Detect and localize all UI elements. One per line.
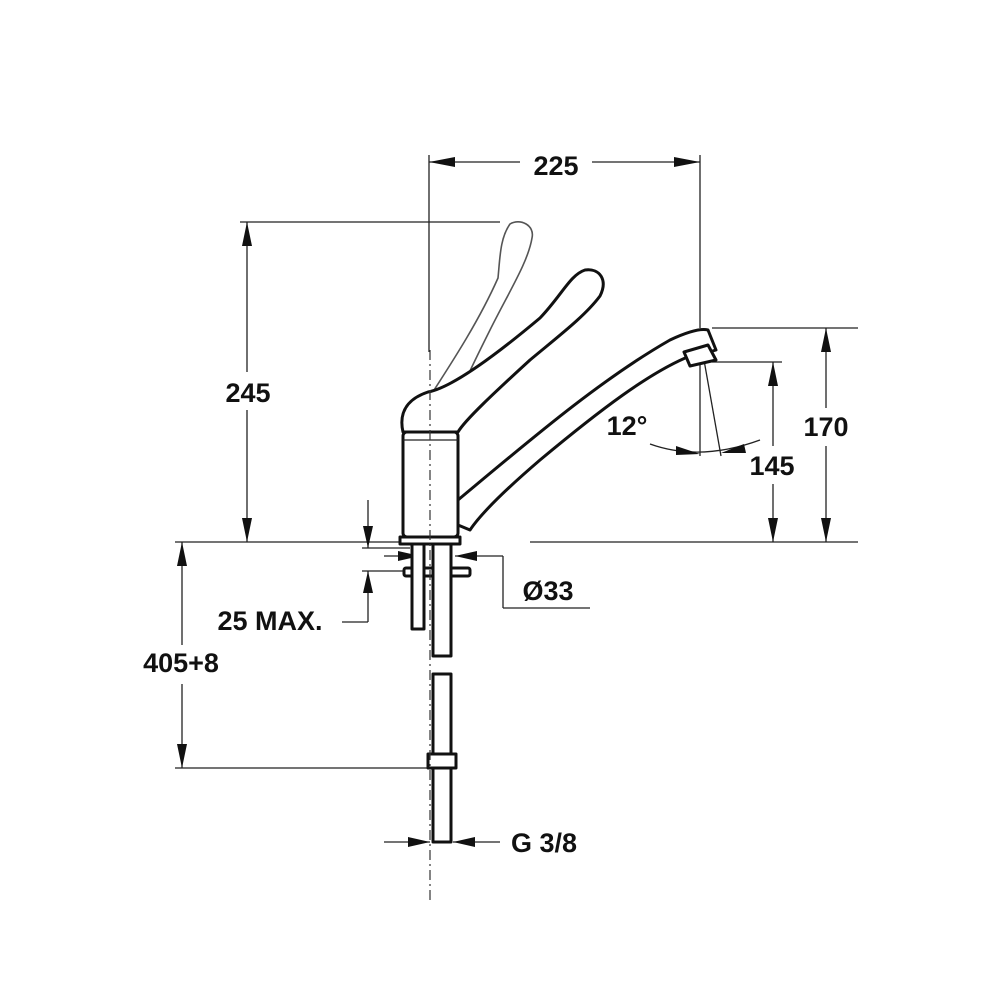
dimension-thread-g38 — [384, 837, 500, 847]
dim-label-deck-thickness: 25 MAX. — [217, 606, 322, 636]
hose-tail — [431, 766, 453, 844]
dimension-diameter-33 — [384, 551, 590, 609]
dimension-145 — [712, 361, 782, 542]
lever-raised-ghost — [419, 221, 534, 431]
dim-label-thread: G 3/8 — [511, 828, 577, 858]
dimension-225 — [428, 155, 701, 352]
dimension-170 — [712, 327, 858, 542]
dimension-245 — [240, 221, 500, 542]
faucet-body-drawing — [398, 221, 718, 900]
dimension-25-max — [342, 500, 410, 623]
dim-label-225: 225 — [533, 151, 578, 181]
hose-upper — [431, 542, 453, 658]
dim-label-hose-length: 405+8 — [143, 648, 219, 678]
dim-label-angle: 12° — [607, 411, 648, 441]
dim-label-hole-diameter: Ø33 — [522, 576, 573, 606]
angle-12-dimension — [649, 359, 761, 457]
lever-handle — [400, 268, 605, 434]
dim-label-245: 245 — [225, 378, 270, 408]
dimension-405 — [175, 542, 430, 769]
hose-lower — [431, 672, 453, 756]
dim-label-170: 170 — [803, 412, 848, 442]
hose-nut — [426, 752, 458, 770]
dim-label-145: 145 — [749, 451, 794, 481]
threaded-rod — [410, 542, 426, 631]
spout-outlet — [682, 343, 718, 368]
